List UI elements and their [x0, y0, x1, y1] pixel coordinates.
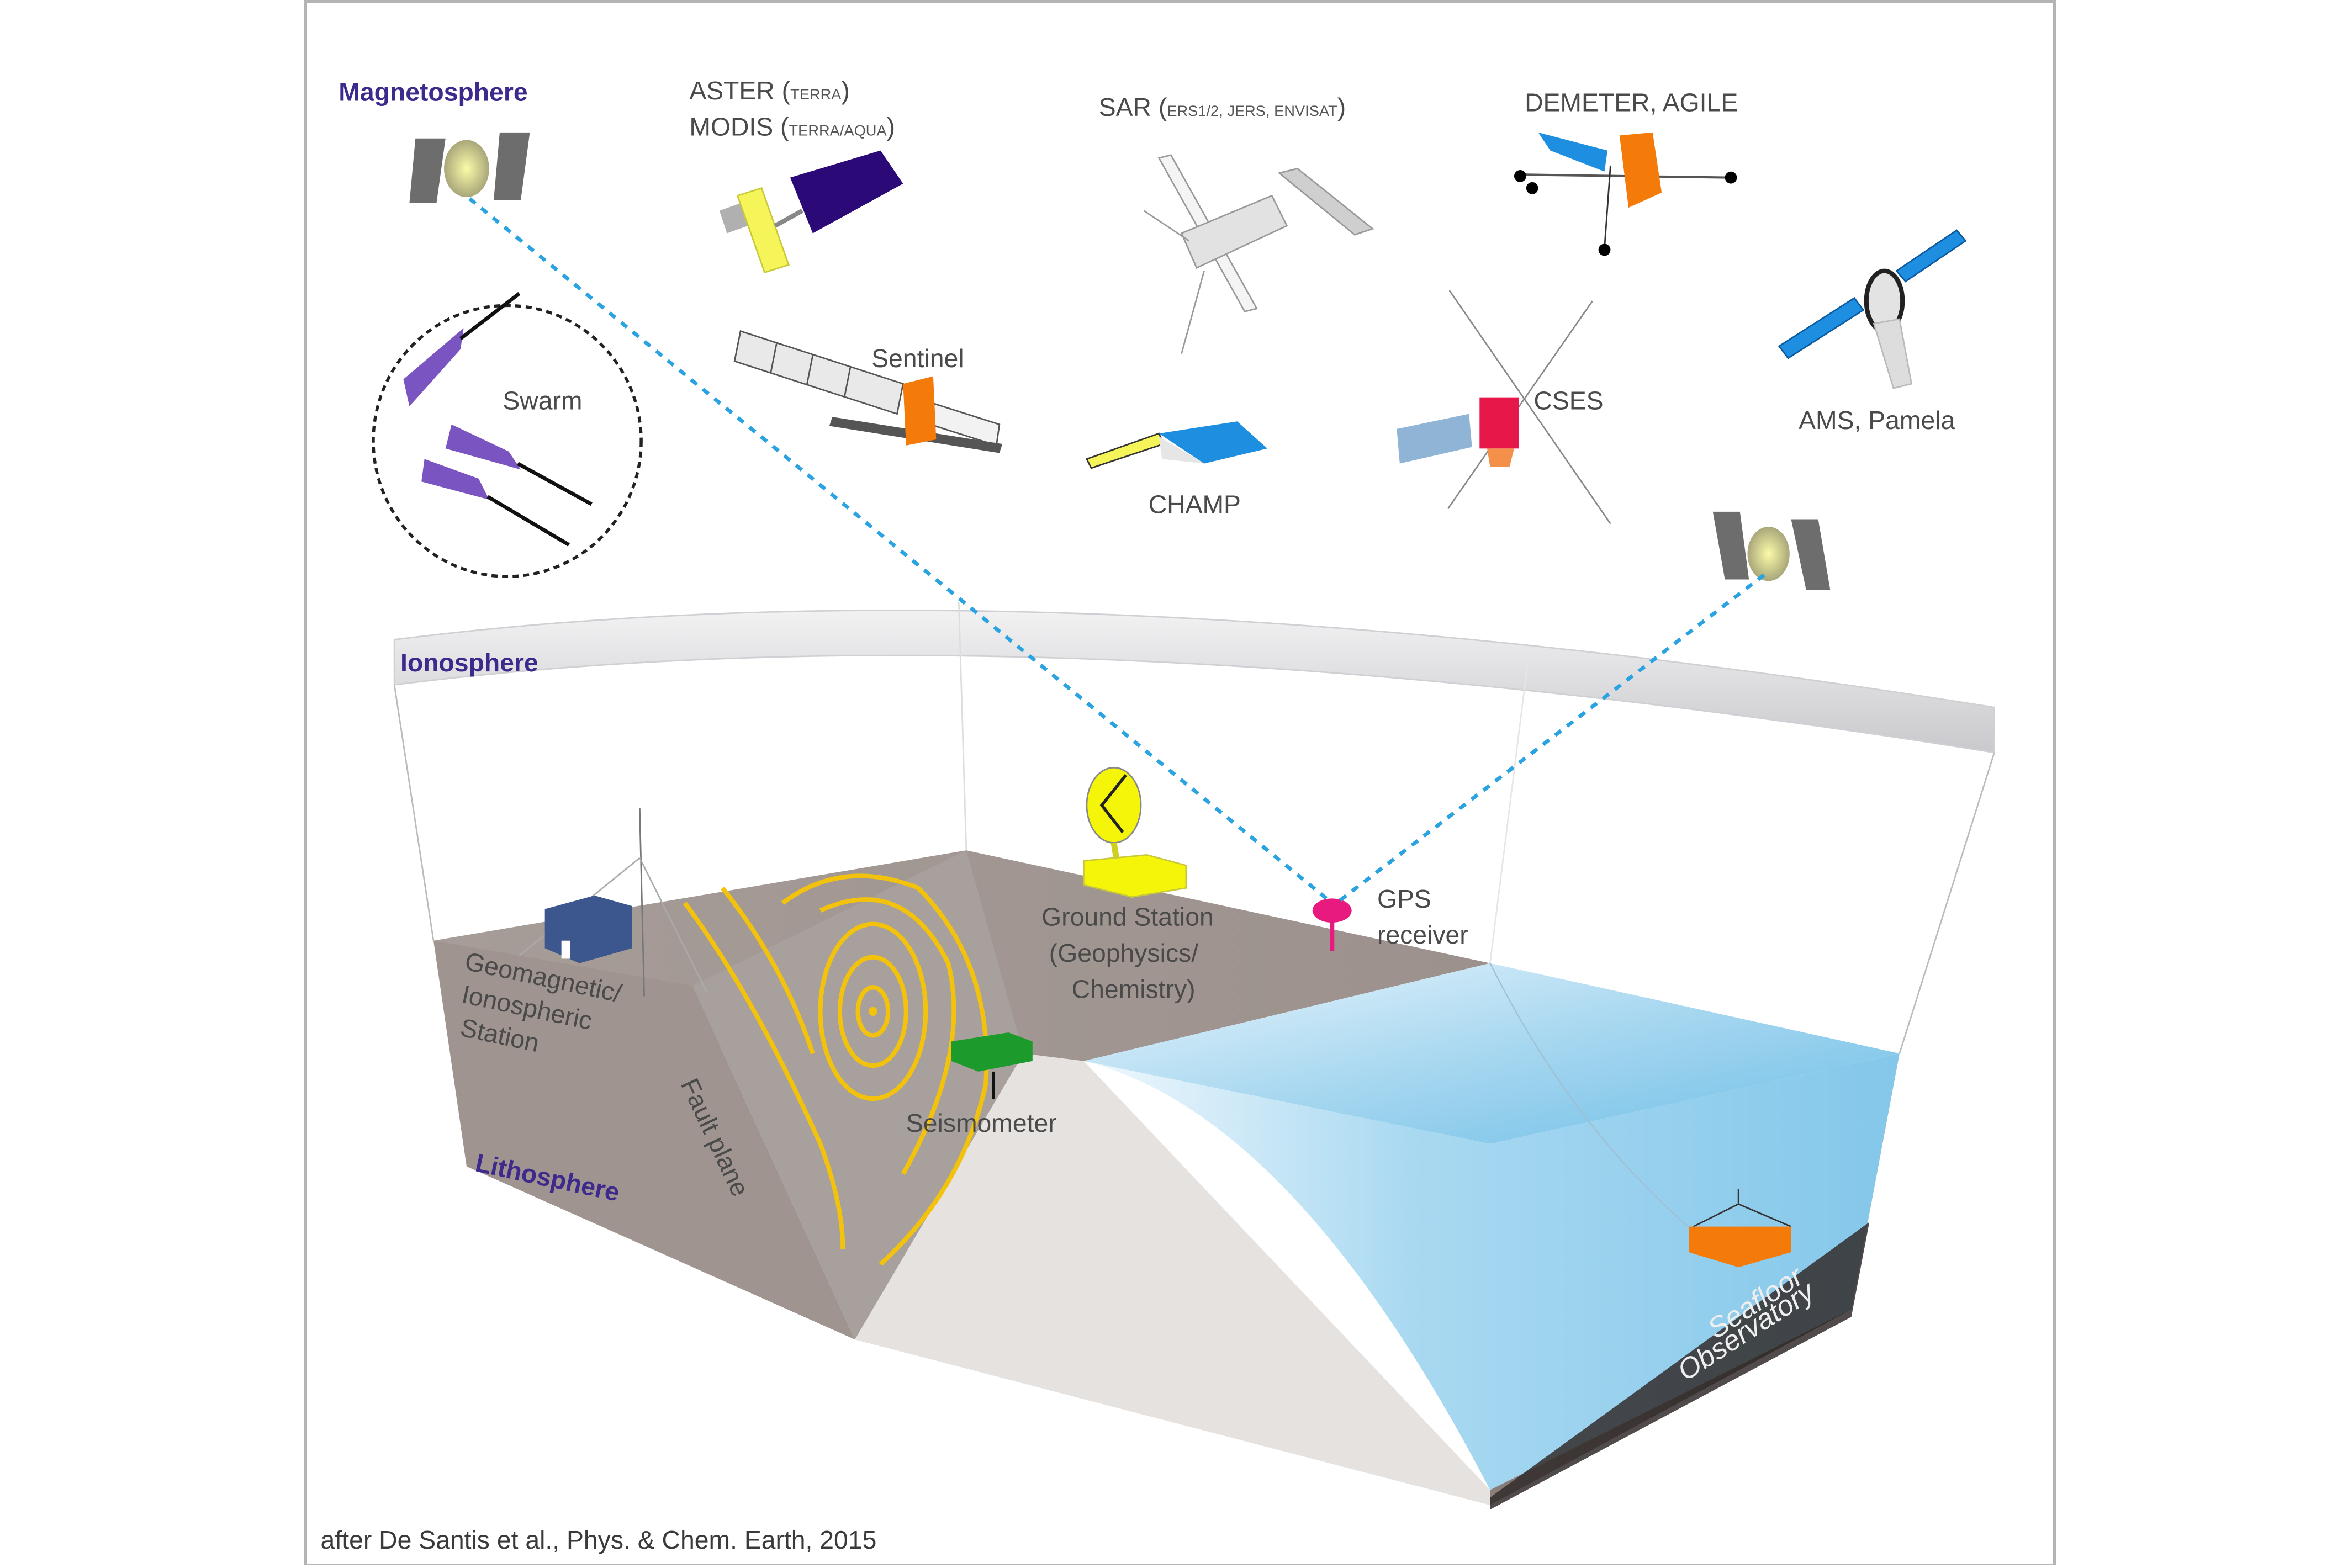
seismic-waves [683, 873, 989, 1266]
seafloor-observatory-icon [1689, 1189, 1792, 1268]
gps-receiver-icon [1312, 898, 1352, 951]
swarm-dashed-circle [372, 304, 643, 578]
hypocenter-icon [868, 1007, 878, 1016]
aster-sub-label: TERRA [790, 86, 842, 103]
aster-modis-satellite-icon [719, 150, 903, 274]
box-edge-right [1899, 752, 1995, 1054]
ground-station-label-line1: Ground Station [1041, 902, 1214, 931]
magnetosphere-gps-link [468, 197, 1334, 905]
aster-label: ASTER [689, 76, 774, 105]
sea-surface [1083, 963, 1900, 1144]
block-left-face [433, 940, 855, 1340]
magnetosphere-satellite-icon [409, 132, 530, 204]
ground-station-icon [1083, 766, 1187, 898]
swarm-satellites-icon [403, 292, 593, 547]
gps-label-line2: receiver [1377, 920, 1468, 949]
ams-pamela-satellite-icon [1778, 229, 1967, 389]
box-edge-back [1489, 662, 1529, 963]
sea-inner-edge [1489, 963, 1716, 1250]
sentinel-satellite-icon [733, 330, 1003, 453]
seafloor-dark-band [1490, 1222, 1870, 1510]
magnetosphere-label: Magnetosphere [339, 78, 527, 107]
svg-text:ASTER (TERRA): ASTER (TERRA) [689, 76, 850, 105]
demeter-satellite-icon [1514, 132, 1737, 256]
ionosphere-layer [393, 610, 1995, 754]
ionosphere-label: Ionosphere [400, 648, 538, 677]
modis-sub-label: TERRA/AQUA [789, 121, 887, 139]
ground-station-label-line2: (Geophysics/ [1049, 939, 1198, 967]
box-edge-mid [958, 602, 967, 851]
box-edge-left [393, 685, 435, 941]
cses-label: CSES [1533, 386, 1603, 415]
sar-label: SAR (ERS1/2, JERS, ENVISAT) [1099, 93, 1346, 121]
ground-station-label-line3: Chemistry) [1072, 974, 1196, 1003]
block-bright-face [855, 1053, 1490, 1505]
sar-satellite-icon [1143, 154, 1374, 354]
aster-modis-label: ASTER (TERRA) MODIS (TERRA/AQUA) [689, 76, 895, 141]
ams-pamela-label: AMS, Pamela [1799, 406, 1955, 435]
sentinel-label: Sentinel [871, 344, 964, 373]
geomagnetic-station-icon [519, 808, 708, 997]
seismometer-icon [951, 1032, 1033, 1099]
gps-label-line1: GPS [1377, 884, 1431, 913]
swarm-label: Swarm [503, 386, 582, 415]
seismometer-label: Seismometer [906, 1109, 1057, 1137]
credit-text: after De Santis et al., Phys. & Chem. Ea… [321, 1525, 877, 1554]
svg-text:MODIS (TERRA/AQUA): MODIS (TERRA/AQUA) [689, 112, 895, 141]
champ-label: CHAMP [1149, 490, 1241, 519]
gps-satellite-icon [1712, 511, 1831, 590]
modis-label: MODIS [689, 112, 773, 141]
cses-satellite-icon [1397, 290, 1611, 525]
demeter-agile-label: DEMETER, AGILE [1525, 88, 1738, 117]
